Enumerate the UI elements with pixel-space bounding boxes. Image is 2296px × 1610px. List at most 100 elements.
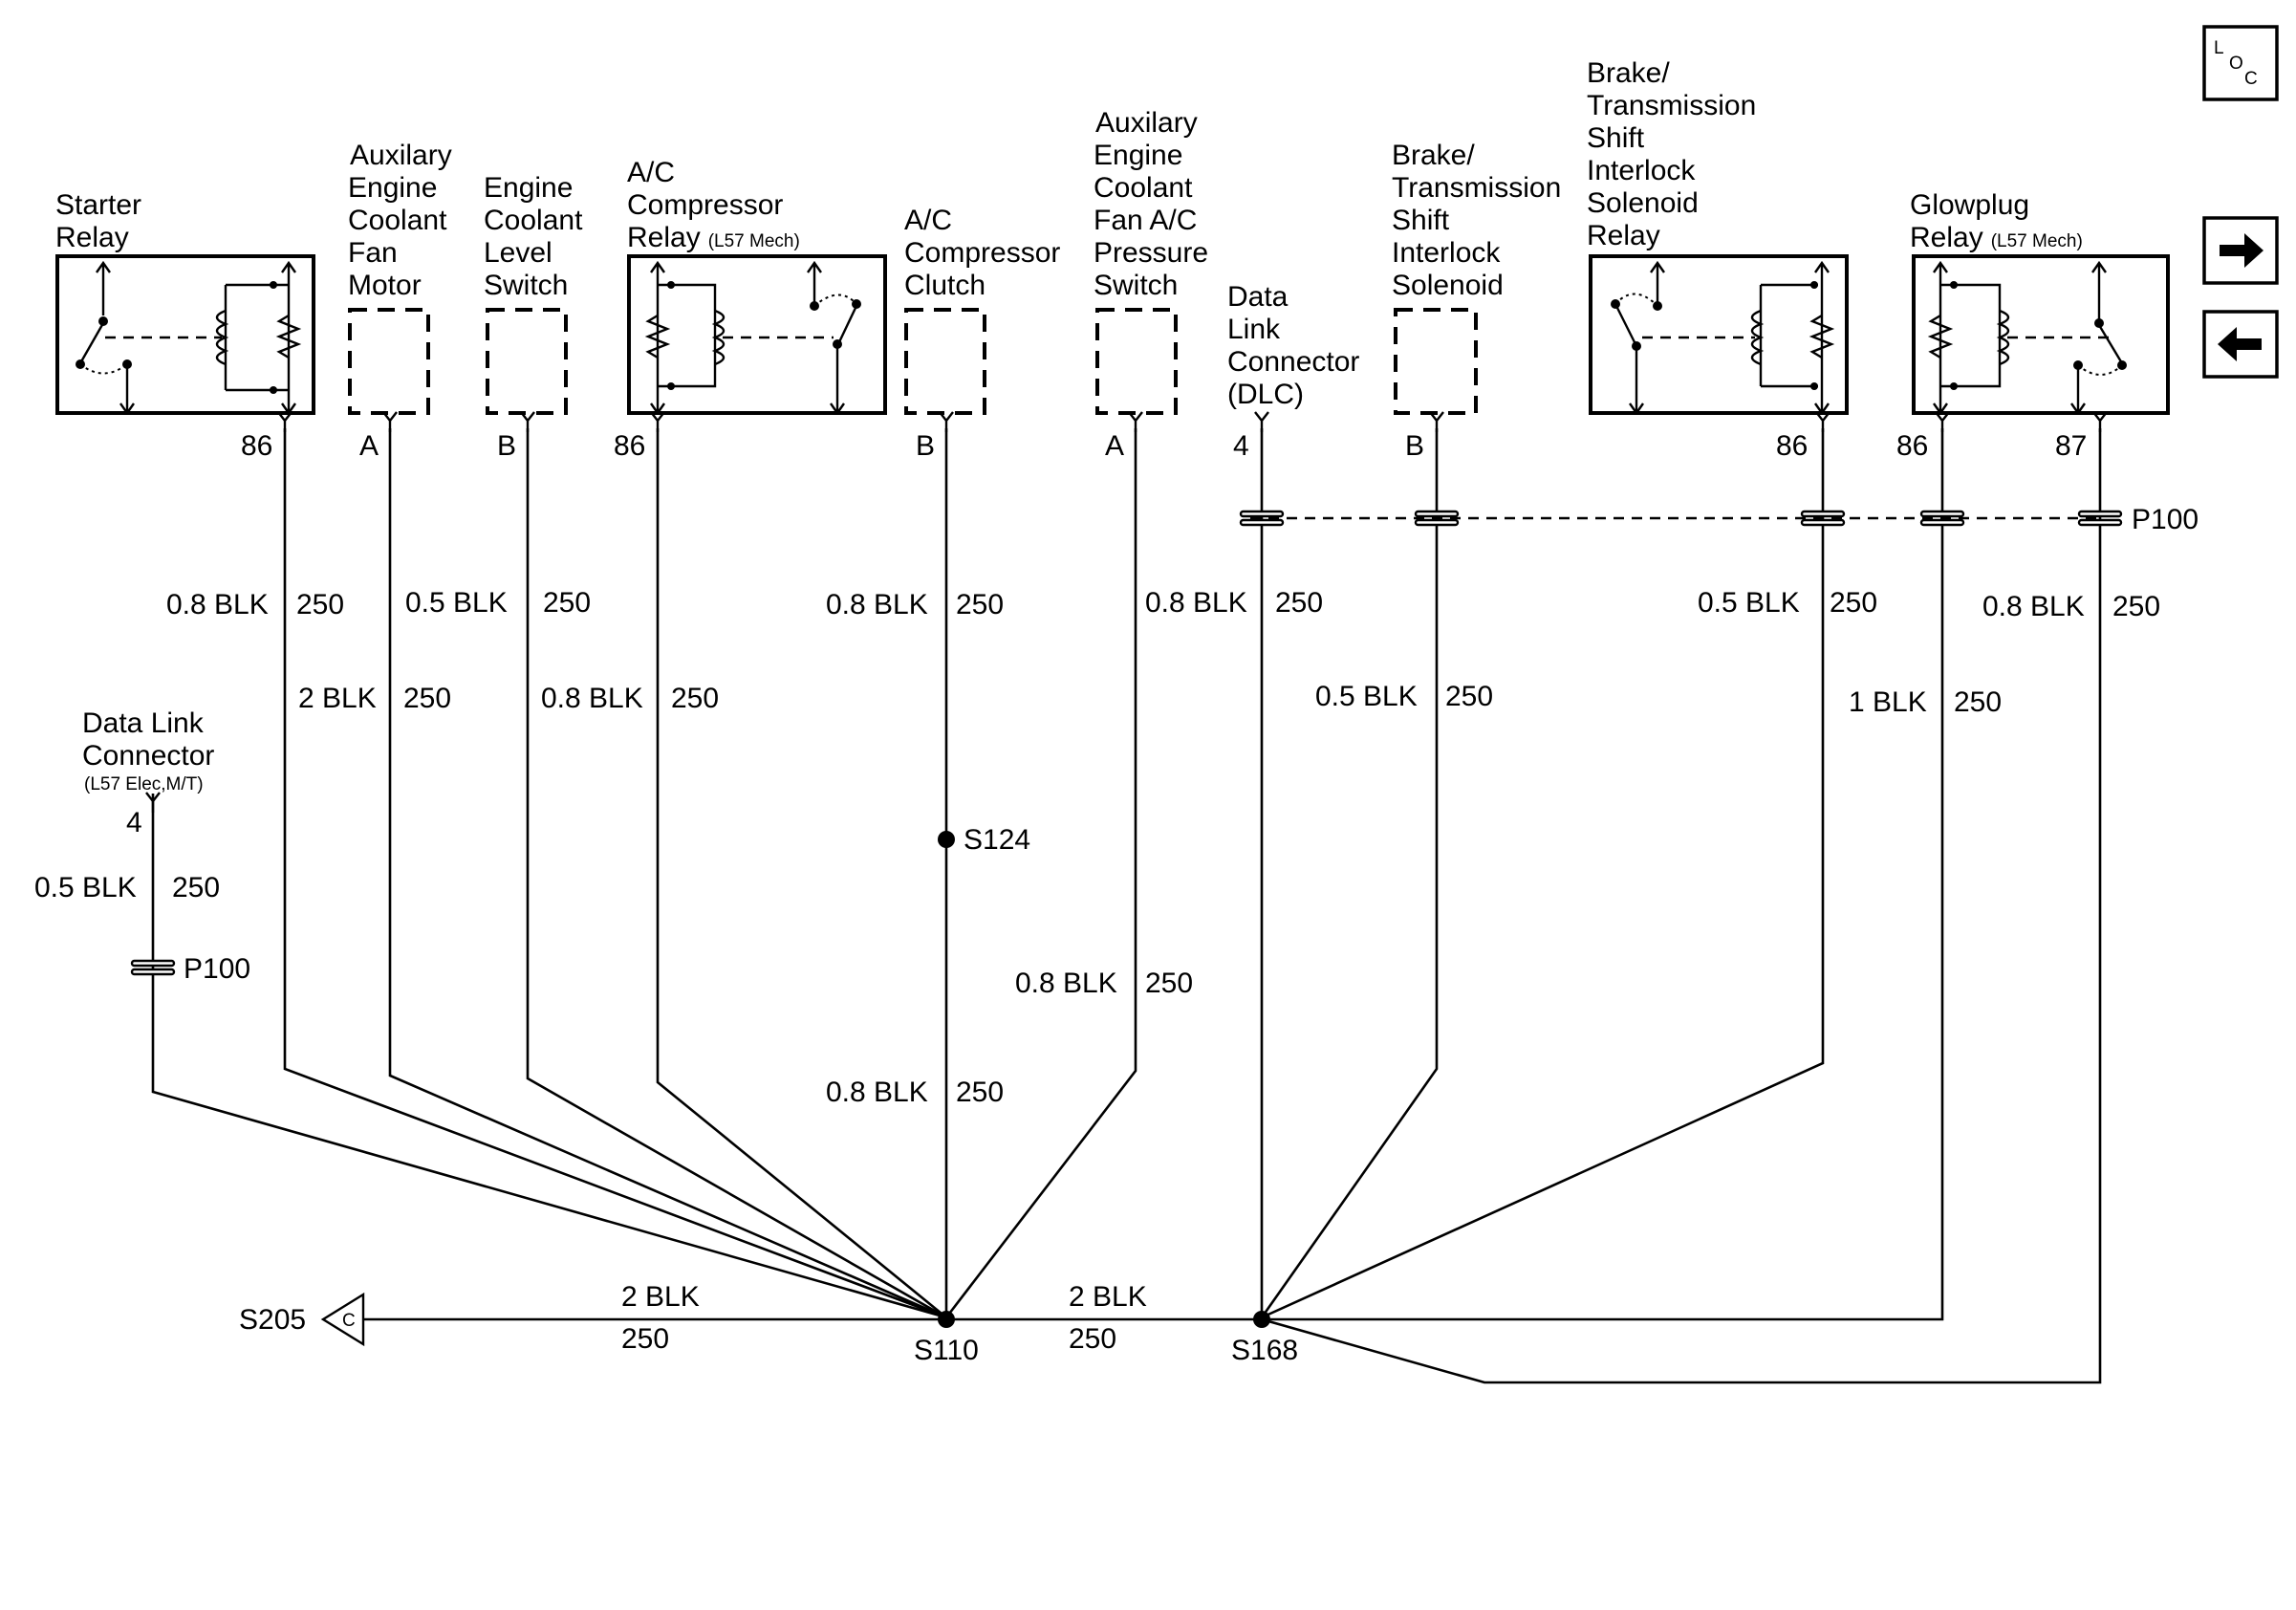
svg-text:Fan: Fan (348, 237, 398, 269)
data-link-connector-elec: Data Link Connector (L57 Elec,M/T) 4 P10… (82, 707, 250, 985)
svg-text:Engine: Engine (484, 172, 573, 204)
svg-text:Brake/: Brake/ (1587, 57, 1670, 89)
svg-text:0.8 BLK: 0.8 BLK (1145, 587, 1247, 619)
svg-text:0.8 BLK: 0.8 BLK (826, 1077, 928, 1108)
svg-text:(DLC): (DLC) (1227, 379, 1304, 410)
svg-text:Relay(L57 Mech): Relay(L57 Mech) (1910, 222, 2083, 253)
svg-text:Coolant: Coolant (484, 205, 583, 236)
svg-text:250: 250 (1830, 587, 1877, 619)
svg-text:A/C: A/C (904, 205, 952, 236)
svg-text:Switch: Switch (484, 270, 568, 301)
svg-text:Motor: Motor (348, 270, 422, 301)
svg-text:Connector: Connector (1227, 346, 1359, 378)
svg-text:0.5 BLK: 0.5 BLK (1698, 587, 1800, 619)
svg-text:Clutch: Clutch (904, 270, 986, 301)
svg-text:2 BLK: 2 BLK (621, 1281, 700, 1313)
svg-text:O: O (2229, 54, 2243, 74)
svg-text:250: 250 (956, 589, 1004, 620)
svg-text:Relay(L57 Mech): Relay(L57 Mech) (627, 222, 800, 253)
pin-label: 4 (1233, 430, 1249, 462)
svg-text:Switch: Switch (1094, 270, 1178, 301)
svg-text:C: C (2244, 69, 2258, 89)
splice-s124: S124 (938, 824, 1030, 856)
arrow-left-icon[interactable] (2202, 310, 2279, 379)
wire-labels: 0.8 BLK 250 2 BLK 250 0.5 BLK 250 0.8 BL… (34, 587, 2160, 1355)
splice-s110: S110 (914, 1311, 979, 1366)
pin-label: 87 (2055, 430, 2087, 462)
pin-label: A (1105, 430, 1124, 462)
svg-text:Link: Link (1227, 314, 1281, 345)
svg-text:Fan A/C: Fan A/C (1094, 205, 1197, 236)
ground-reference-s205: C S205 (239, 1292, 365, 1347)
arrow-right-icon[interactable] (2202, 216, 2279, 285)
shift-interlock-solenoid: Brake/ Transmission Shift Interlock Sole… (1392, 140, 1561, 462)
svg-text:0.5 BLK: 0.5 BLK (1315, 681, 1418, 712)
starter-relay-label: Starter (55, 189, 141, 221)
pin-label: 86 (1776, 430, 1808, 462)
svg-text:A/C: A/C (627, 157, 675, 188)
svg-text:250: 250 (956, 1077, 1004, 1108)
pin-label: B (497, 430, 516, 462)
svg-text:250: 250 (543, 587, 591, 619)
svg-text:Transmission: Transmission (1587, 90, 1756, 121)
svg-text:Compressor: Compressor (627, 189, 783, 221)
svg-text:Data: Data (1227, 281, 1289, 313)
svg-text:250: 250 (1275, 587, 1323, 619)
svg-text:250: 250 (403, 683, 451, 714)
svg-text:Solenoid: Solenoid (1587, 187, 1699, 219)
svg-text:Interlock: Interlock (1587, 155, 1696, 186)
svg-text:Coolant: Coolant (1094, 172, 1193, 204)
svg-text:250: 250 (1954, 686, 2002, 718)
splice-s168: S168 (1231, 1311, 1298, 1366)
svg-text:0.8 BLK: 0.8 BLK (1015, 968, 1117, 999)
svg-text:250: 250 (296, 589, 344, 620)
p100-label: P100 (2132, 504, 2199, 535)
data-link-connector: Data Link Connector (DLC) 4 (1227, 281, 1359, 462)
svg-text:Compressor: Compressor (904, 237, 1060, 269)
pin-label: B (1405, 430, 1424, 462)
svg-text:S124: S124 (964, 824, 1030, 856)
svg-text:250: 250 (1145, 968, 1193, 999)
shift-interlock-relay: Brake/ Transmission Shift Interlock Sole… (1587, 57, 1849, 462)
svg-text:250: 250 (621, 1323, 669, 1355)
wires (151, 428, 2102, 1384)
pin-label: A (359, 430, 379, 462)
svg-text:2 BLK: 2 BLK (1069, 1281, 1147, 1313)
location-view-icon[interactable]: L O C (2202, 25, 2279, 101)
svg-text:Pressure: Pressure (1094, 237, 1208, 269)
svg-text:Coolant: Coolant (348, 205, 447, 236)
svg-text:Shift: Shift (1587, 122, 1645, 154)
svg-text:0.5 BLK: 0.5 BLK (34, 872, 137, 903)
svg-text:Auxilary: Auxilary (1095, 107, 1198, 139)
svg-text:Auxilary: Auxilary (350, 140, 452, 171)
svg-text:Relay: Relay (1587, 220, 1660, 251)
aux-fan-motor: Auxilary Engine Coolant Fan Motor A (348, 140, 452, 462)
svg-text:Connector: Connector (82, 740, 214, 772)
svg-text:Transmission: Transmission (1392, 172, 1561, 204)
pin-label: 86 (241, 430, 272, 462)
svg-text:Brake/: Brake/ (1392, 140, 1475, 171)
svg-text:250: 250 (2112, 591, 2160, 622)
starter-relay: Starter Relay 86 (55, 189, 315, 462)
svg-text:S110: S110 (914, 1335, 979, 1366)
svg-text:L: L (2214, 38, 2224, 58)
svg-text:Engine: Engine (348, 172, 437, 204)
svg-text:Shift: Shift (1392, 205, 1450, 236)
svg-text:Engine: Engine (1094, 140, 1182, 171)
svg-text:Solenoid: Solenoid (1392, 270, 1504, 301)
pin-label: B (916, 430, 935, 462)
pin-label: 4 (126, 807, 142, 838)
p100-label: P100 (184, 953, 250, 985)
svg-text:1 BLK: 1 BLK (1849, 686, 1927, 718)
svg-text:250: 250 (671, 683, 719, 714)
svg-text:250: 250 (172, 872, 220, 903)
relay-switch-icon (1611, 260, 1835, 416)
p100-connector: P100 (1239, 504, 2199, 535)
svg-text:S205: S205 (239, 1304, 306, 1336)
svg-text:Glowplug: Glowplug (1910, 189, 2029, 221)
svg-text:0.8 BLK: 0.8 BLK (1982, 591, 2085, 622)
aux-fan-pressure-switch: Auxilary Engine Coolant Fan A/C Pressure… (1094, 107, 1208, 462)
svg-text:Interlock: Interlock (1392, 237, 1501, 269)
ac-compressor-relay: A/C Compressor Relay(L57 Mech) 86 (614, 157, 887, 462)
